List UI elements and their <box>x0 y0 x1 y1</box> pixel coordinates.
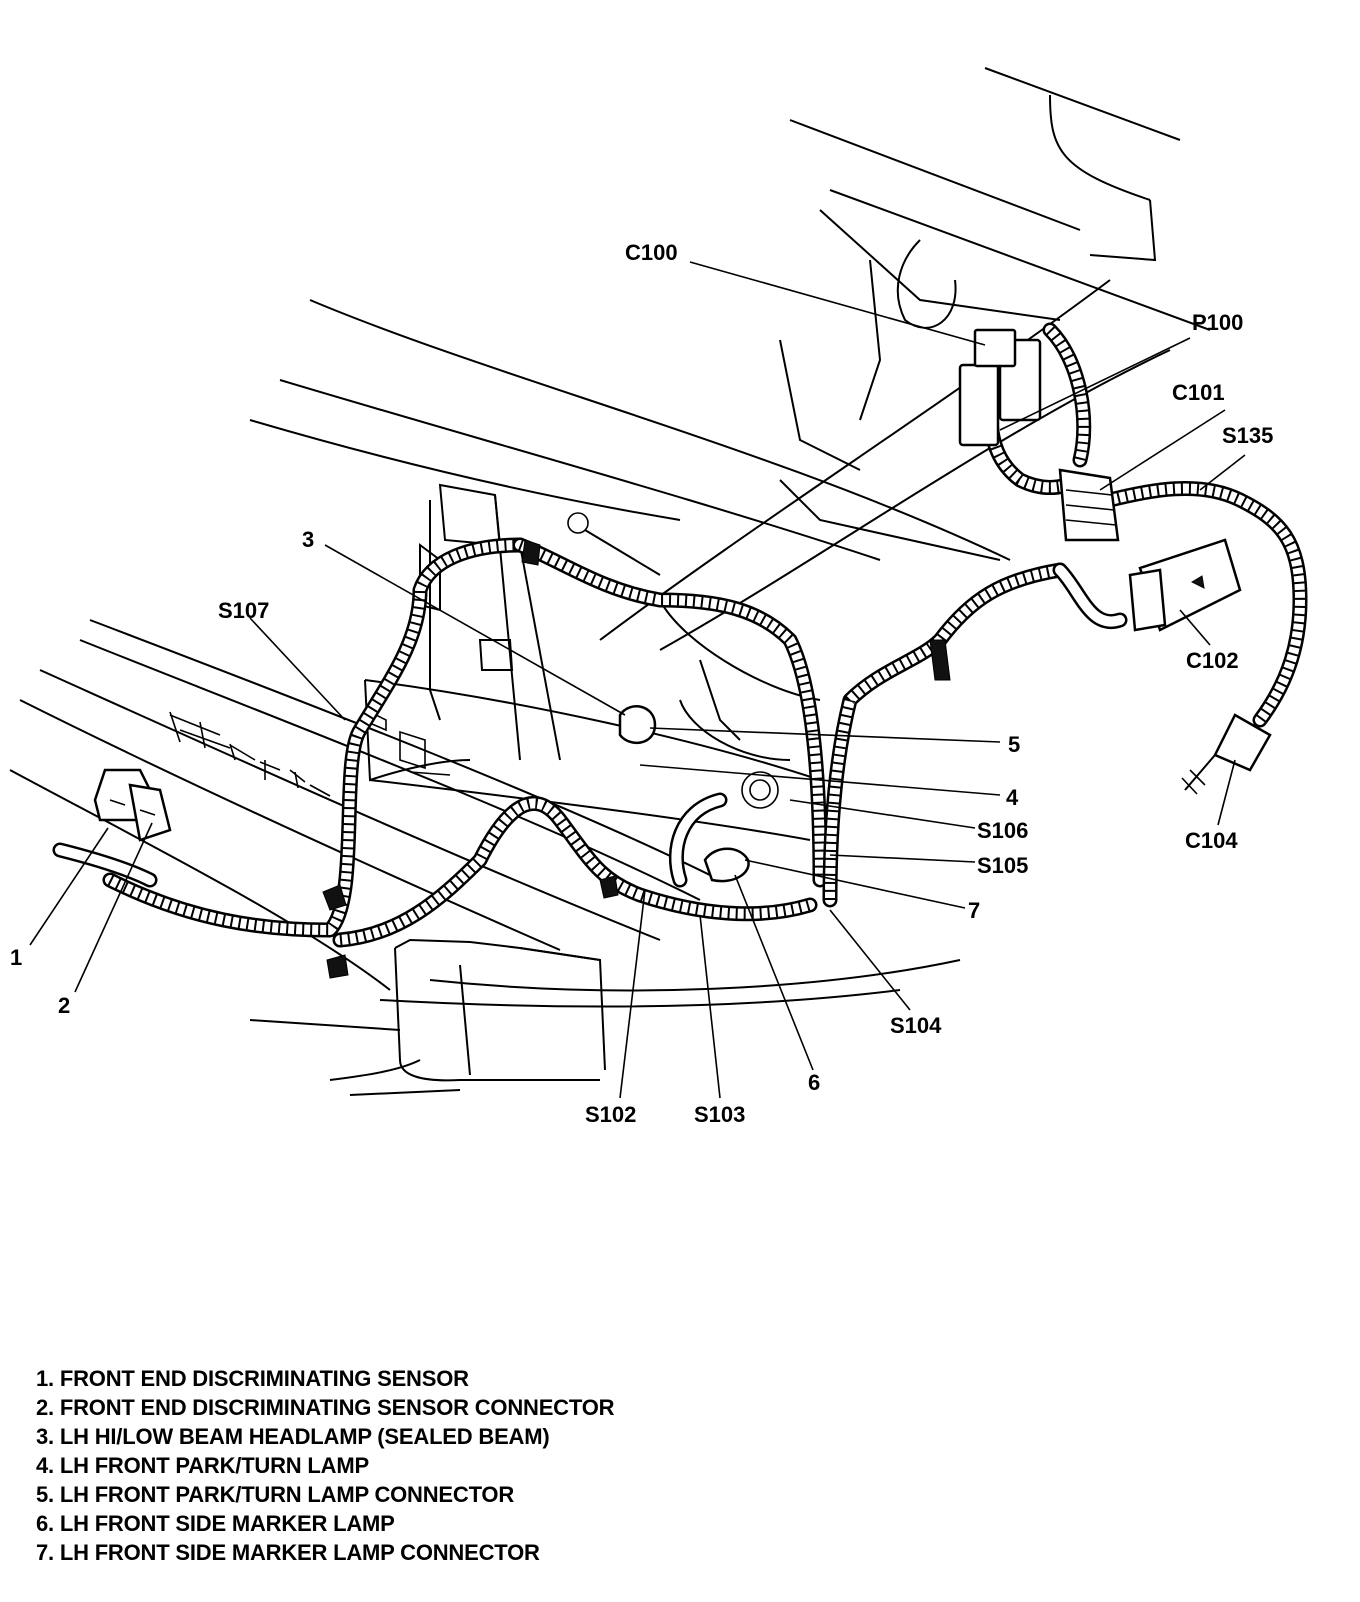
legend-item: 4. LH FRONT PARK/TURN LAMP <box>36 1453 369 1478</box>
callout-5: 5 <box>1008 732 1020 757</box>
legend-item: 6. LH FRONT SIDE MARKER LAMP <box>36 1511 395 1536</box>
legend-item: 1. FRONT END DISCRIMINATING SENSOR <box>36 1366 469 1391</box>
callout-c104: C104 <box>1185 828 1238 853</box>
legend-item: 5. LH FRONT PARK/TURN LAMP CONNECTOR <box>36 1482 515 1507</box>
callout-labels: C100 P100 C101 S135 C102 C104 3 S107 5 4… <box>10 240 1273 1127</box>
callout-c102: C102 <box>1186 648 1239 673</box>
wiring-harness <box>52 322 1308 948</box>
c104-sensor-body <box>1213 713 1272 772</box>
callout-1: 1 <box>10 945 22 970</box>
callout-6: 6 <box>808 1070 820 1095</box>
callout-7: 7 <box>968 898 980 923</box>
wiring-diagram: C100 P100 C101 S135 C102 C104 3 S107 5 4… <box>9 67 1308 1127</box>
component-legend: 1. FRONT END DISCRIMINATING SENSOR 2. FR… <box>36 1364 615 1567</box>
callout-s104: S104 <box>890 1013 942 1038</box>
callout-p100: P100 <box>1192 310 1243 335</box>
callout-s107: S107 <box>218 598 269 623</box>
callout-2: 2 <box>58 993 70 1018</box>
legend-item: 3. LH HI/LOW BEAM HEADLAMP (SEALED BEAM) <box>36 1424 550 1449</box>
callout-s105: S105 <box>977 853 1028 878</box>
callout-s106: S106 <box>977 818 1028 843</box>
park-turn-lamp-connector <box>618 705 657 745</box>
callout-s103: S103 <box>694 1102 745 1127</box>
side-marker-lamp <box>703 847 750 883</box>
callout-c100: C100 <box>625 240 678 265</box>
callout-4: 4 <box>1006 785 1019 810</box>
callout-s135: S135 <box>1222 423 1273 448</box>
legend-item: 2. FRONT END DISCRIMINATING SENSOR CONNE… <box>36 1395 615 1420</box>
callout-s102: S102 <box>585 1102 636 1127</box>
c100-connector-body <box>958 363 1000 447</box>
callout-c101: C101 <box>1172 380 1225 405</box>
leader-lines <box>29 261 1246 1099</box>
legend-item: 7. LH FRONT SIDE MARKER LAMP CONNECTOR <box>36 1540 540 1565</box>
callout-3: 3 <box>302 527 314 552</box>
